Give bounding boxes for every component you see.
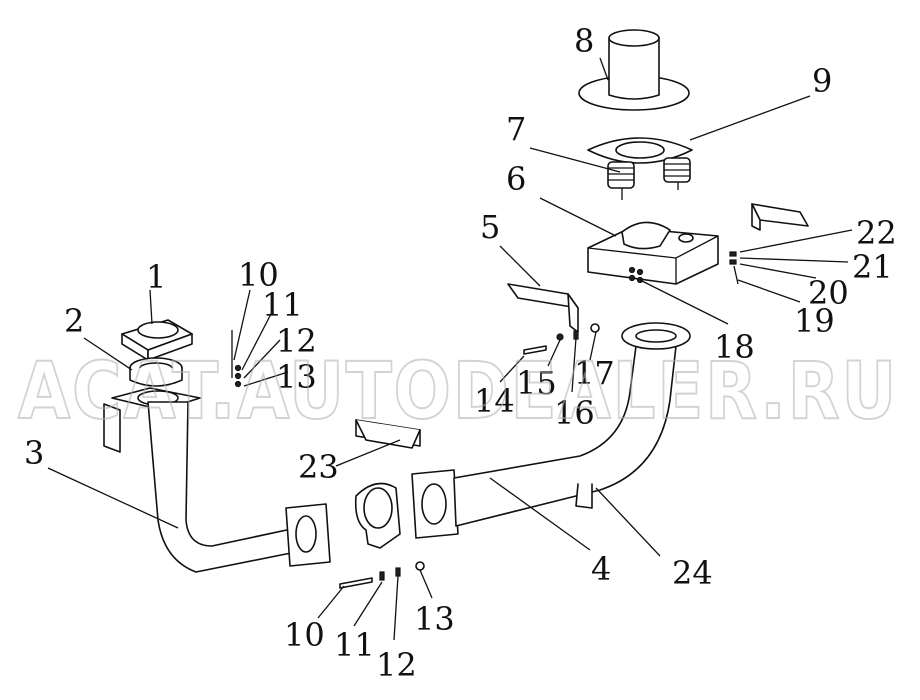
callout-1: 1: [146, 258, 166, 296]
part-23-bracket: [355, 419, 421, 449]
part-5-bracket: [507, 283, 579, 333]
callout-8: 8: [574, 22, 594, 60]
parts-19-21-bolts: [729, 251, 739, 285]
callout-3: 3: [24, 434, 44, 472]
callout-12-upper: 12: [276, 322, 317, 360]
callout-2: 2: [64, 302, 84, 340]
part-2-gasket: [129, 357, 183, 387]
part-8-cap: [578, 29, 690, 111]
part-1-flange: [121, 319, 193, 361]
part-7-springs: [607, 157, 691, 200]
callout-12-lower: 12: [376, 646, 417, 684]
part-4-rear-pipe: [411, 322, 691, 539]
callout-22: 22: [856, 214, 897, 252]
callout-21: 21: [852, 248, 893, 286]
leader-lines: [47, 57, 853, 641]
part-22-bracket: [751, 203, 809, 231]
part-9-flange-ring: [587, 137, 693, 164]
callout-18: 18: [714, 328, 755, 366]
callout-4: 4: [591, 550, 611, 588]
callout-6: 6: [506, 160, 526, 198]
pipe-clamp: [354, 482, 401, 549]
callout-17: 17: [574, 354, 615, 392]
callout-7: 7: [506, 110, 526, 148]
callout-5: 5: [480, 208, 500, 246]
watermark-text: ACAT.AUTODEALER.RU: [18, 347, 898, 437]
callout-labels: 1 2 3 4 5 6 7 8 9 10 11 12 13 10 11 12 1…: [24, 22, 897, 684]
part-6-valve-housing: [587, 221, 719, 285]
parts-10-13-lower-bolt-set: [339, 561, 425, 589]
callout-19: 19: [794, 302, 835, 340]
callout-13-lower: 13: [414, 600, 455, 638]
part-3-front-pipe: [103, 387, 331, 573]
callout-9: 9: [812, 62, 832, 100]
callout-20: 20: [808, 274, 849, 312]
parts-10-13-upper-bolt-set: [231, 330, 242, 388]
callout-11-lower: 11: [334, 626, 375, 664]
callout-11-upper: 11: [262, 286, 303, 324]
callout-14: 14: [474, 382, 515, 420]
callout-15: 15: [516, 364, 557, 402]
callout-24: 24: [672, 554, 713, 592]
callout-10-upper: 10: [238, 256, 279, 294]
callout-10-lower: 10: [284, 616, 325, 654]
callout-13-upper: 13: [276, 358, 317, 396]
callout-16: 16: [554, 394, 595, 432]
callout-23: 23: [298, 448, 339, 486]
